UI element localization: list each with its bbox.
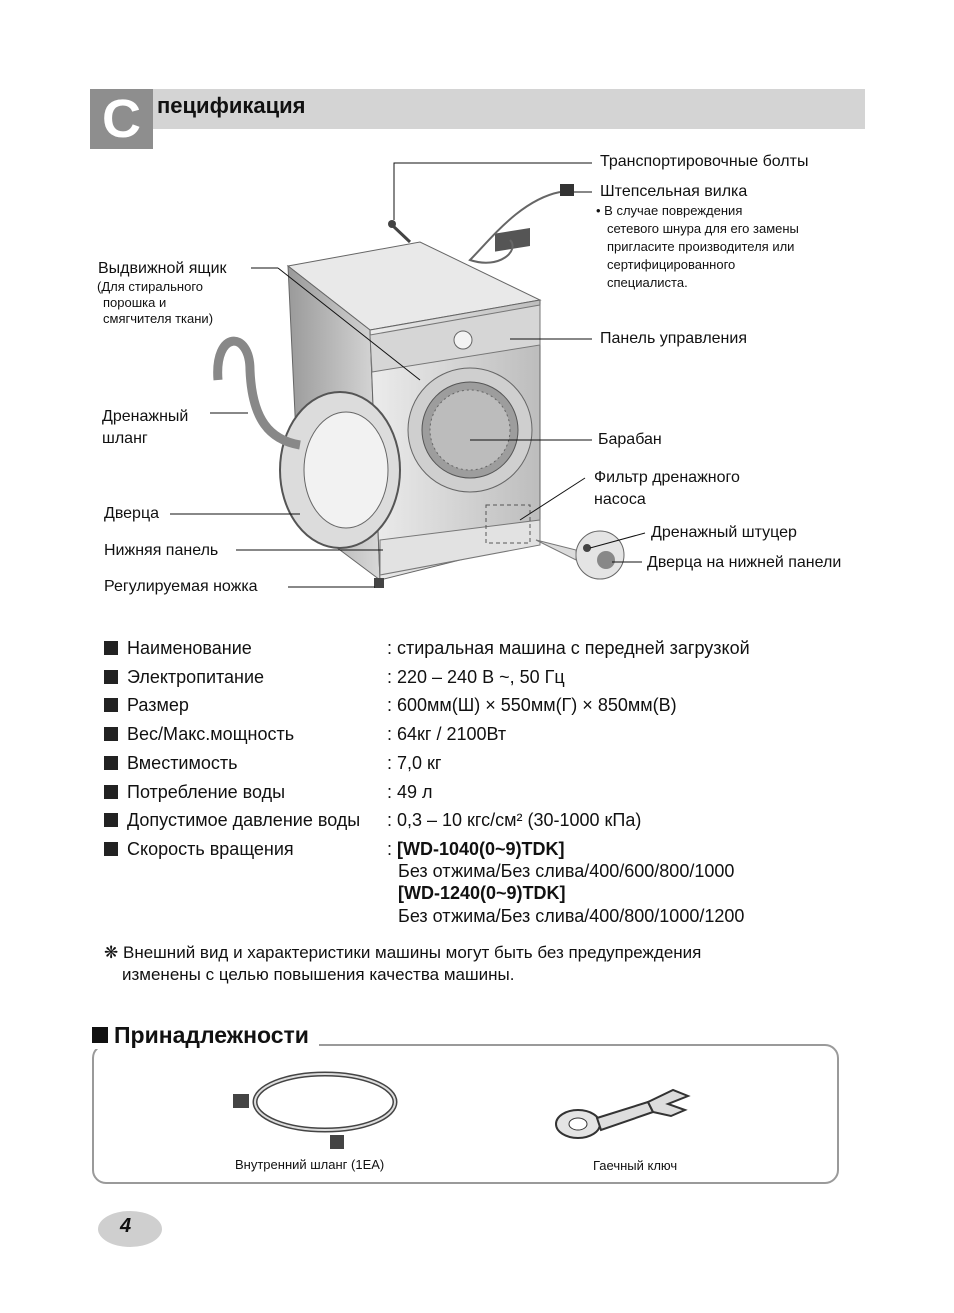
label-drain-hose-2: шланг xyxy=(102,430,148,447)
bullet-square-icon xyxy=(92,1027,108,1043)
bullet-square-icon xyxy=(104,756,118,770)
spec-name: Размер xyxy=(127,695,189,715)
spec-value: : 7,0 кг xyxy=(387,753,442,773)
label-drain-nozzle: Дренажный штуцер xyxy=(651,524,797,541)
header-letter-box: С xyxy=(90,89,153,149)
spec-name: Скорость вращения xyxy=(127,839,294,859)
drawer-note-2: порошка и xyxy=(103,295,167,310)
spec-value: : 600мм(Ш) × 550мм(Г) × 850мм(В) xyxy=(387,695,677,715)
spec-name: Электропитание xyxy=(127,667,265,687)
bullet-square-icon xyxy=(104,670,118,684)
label-drum: Барабан xyxy=(598,431,662,448)
bullet-square-icon xyxy=(104,842,118,856)
note-line-1: Внешний вид и характеристики машины могу… xyxy=(122,943,702,962)
spec-value: : 220 – 240 В ~, 50 Гц xyxy=(387,667,565,687)
label-door: Дверца xyxy=(104,505,160,522)
spin-speeds-1: Без отжима/Без слива/400/600/800/1000 xyxy=(398,861,735,881)
bullet-square-icon xyxy=(104,813,118,827)
spec-name: Допустимое давление воды xyxy=(127,810,361,830)
plug-note-2: сетевого шнура для его замены xyxy=(607,221,799,236)
page-number-badge xyxy=(98,1211,162,1247)
label-drawer: Выдвижной ящик xyxy=(98,260,227,277)
bullet-square-icon xyxy=(104,727,118,741)
label-pump-filter-2: насоса xyxy=(594,491,646,508)
spin-speeds-2: Без отжима/Без слива/400/800/1000/1200 xyxy=(398,906,745,926)
plug-note-3: пригласите производителя или xyxy=(607,239,795,254)
spec-name: Вместимость xyxy=(127,753,238,773)
spec-name: Наименование xyxy=(127,638,252,658)
label-lower-door: Дверца на нижней панели xyxy=(647,554,842,571)
spec-value: : стиральная машина с передней загрузкой xyxy=(387,638,750,658)
wrench-caption: Гаечный ключ xyxy=(593,1158,678,1173)
plug-note-1: • В случае повреждения xyxy=(596,203,743,218)
plug-note-5: специалиста. xyxy=(607,275,688,290)
page-number: 4 xyxy=(120,1215,132,1237)
disclaimer-note: ❋ Внешний вид и характеристики машины мо… xyxy=(104,942,824,986)
note-line-2: изменены с целью повышения качества маши… xyxy=(122,965,515,984)
bullet-square-icon xyxy=(104,698,118,712)
drawer-note-3: смягчителя ткани) xyxy=(103,311,214,326)
spin-model-2: [WD-1240(0~9)TDK] xyxy=(398,883,566,903)
header-bar xyxy=(90,89,865,129)
spec-value: : 64кг / 2100Вт xyxy=(387,724,507,744)
accessories-box xyxy=(92,1044,839,1184)
plug-note-4: сертифицированного xyxy=(607,257,736,272)
label-pump-filter-1: Фильтр дренажного xyxy=(594,469,740,486)
washing-machine-illustration xyxy=(170,162,646,588)
inlet-hose-illustration xyxy=(233,1071,398,1149)
label-adjustable-leg: Регулируемая ножка xyxy=(104,578,258,595)
spec-value: : [WD-1040(0~9)TDK] xyxy=(387,839,565,859)
asterisk-icon: ❋ xyxy=(104,943,119,962)
spec-value: : 49 л xyxy=(387,782,433,802)
spec-name: Вес/Макс.мощность xyxy=(127,724,295,744)
label-transport-bolts: Транспортировочные болты xyxy=(600,153,809,170)
accessories-heading: Принадлежности xyxy=(92,1022,319,1049)
label-lower-panel: Нижняя панель xyxy=(104,542,219,559)
wrench-illustration xyxy=(555,1088,691,1139)
page-title: пецификация xyxy=(157,93,306,118)
label-drain-hose-1: Дренажный xyxy=(102,408,189,425)
bullet-square-icon xyxy=(104,785,118,799)
spin-model-1: [WD-1040(0~9)TDK] xyxy=(397,839,565,859)
label-power-plug: Штепсельная вилка xyxy=(600,183,748,200)
spec-name: Потребление воды xyxy=(127,782,286,802)
drawer-note-1: (Для стирального xyxy=(97,279,203,294)
inlet-hose-caption: Внутренний шланг (1EA) xyxy=(235,1157,385,1172)
label-control-panel: Панель управления xyxy=(600,330,747,347)
bullet-square-icon xyxy=(104,641,118,655)
spec-value: : 0,3 – 10 кгс/см² (30-1000 кПа) xyxy=(387,810,642,830)
